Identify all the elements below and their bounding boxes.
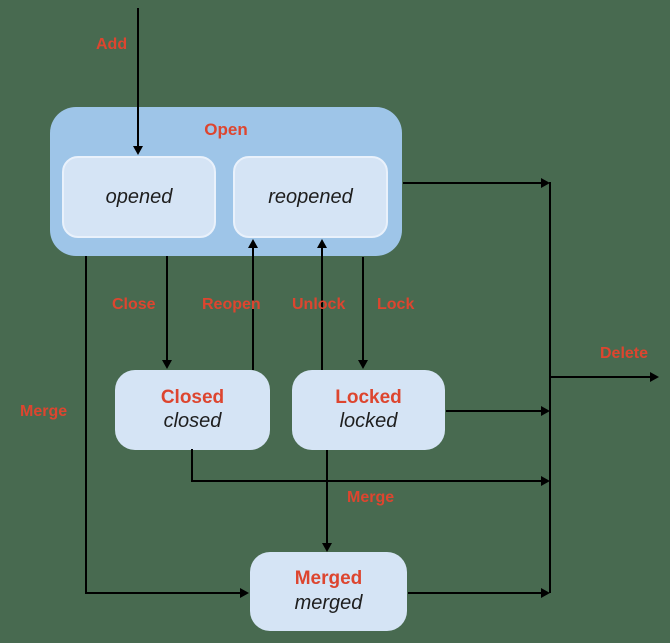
edge-merged-to-bus-arrowhead-icon xyxy=(541,588,550,598)
edge-close-line xyxy=(166,256,168,361)
state-reopened: reopened xyxy=(233,156,388,238)
edge-closed-to-bus-line xyxy=(191,480,541,482)
edge-label-reopen: Reopen xyxy=(202,296,261,313)
state-group-open-label: Open xyxy=(204,120,248,139)
edge-unlock-line xyxy=(321,248,323,370)
edge-delete-arrowhead-icon xyxy=(650,372,659,382)
state-locked-subtitle: locked xyxy=(339,410,398,433)
edge-add-arrowhead-icon xyxy=(133,146,143,155)
state-merged: Merged merged xyxy=(250,552,407,631)
state-locked: Locked locked xyxy=(292,370,445,450)
state-reopened-label: reopened xyxy=(268,185,353,208)
edge-merged-to-bus-line xyxy=(408,592,541,594)
edge-close-arrowhead-icon xyxy=(162,360,172,369)
edge-label-merge-open: Merge xyxy=(20,403,68,420)
edge-delete-bus-line xyxy=(549,182,551,593)
state-closed: Closed closed xyxy=(115,370,270,450)
edge-label-lock: Lock xyxy=(377,296,415,313)
state-closed-title: Closed xyxy=(160,386,225,408)
edge-closed-down-line xyxy=(191,449,193,482)
edge-label-delete: Delete xyxy=(600,345,649,362)
state-opened-label: opened xyxy=(105,185,173,208)
edge-unlock-arrowhead-icon xyxy=(317,239,327,248)
edge-lock-arrowhead-icon xyxy=(358,360,368,369)
edge-lock-line xyxy=(362,257,364,361)
state-opened: opened xyxy=(62,156,216,238)
edge-open-to-merged-vline xyxy=(85,256,87,594)
state-merged-subtitle: merged xyxy=(294,591,363,614)
edge-label-add: Add xyxy=(96,36,128,53)
state-closed-subtitle: closed xyxy=(163,410,222,433)
edge-closed-to-bus-arrowhead-icon xyxy=(541,476,550,486)
edge-locked-to-merged-arrowhead-icon xyxy=(322,543,332,552)
edge-label-merge-locked: Merge xyxy=(347,489,395,506)
edge-locked-to-bus-line xyxy=(446,410,541,412)
edge-open-to-merged-hline xyxy=(85,592,240,594)
edge-reopen-line xyxy=(252,248,254,370)
edge-open-to-bus-arrowhead-icon xyxy=(541,178,550,188)
edge-label-close: Close xyxy=(112,296,156,313)
edge-locked-to-merged-line xyxy=(326,450,328,544)
edge-reopen-arrowhead-icon xyxy=(248,239,258,248)
edge-open-to-merged-arrowhead-icon xyxy=(240,588,249,598)
edge-locked-to-bus-arrowhead-icon xyxy=(541,406,550,416)
state-locked-title: Locked xyxy=(335,386,402,408)
state-merged-title: Merged xyxy=(294,568,363,590)
edge-label-unlock: Unlock xyxy=(292,296,346,313)
edge-add-line xyxy=(137,8,139,148)
edge-open-to-bus-line xyxy=(403,182,542,184)
edge-delete-line xyxy=(551,376,650,378)
